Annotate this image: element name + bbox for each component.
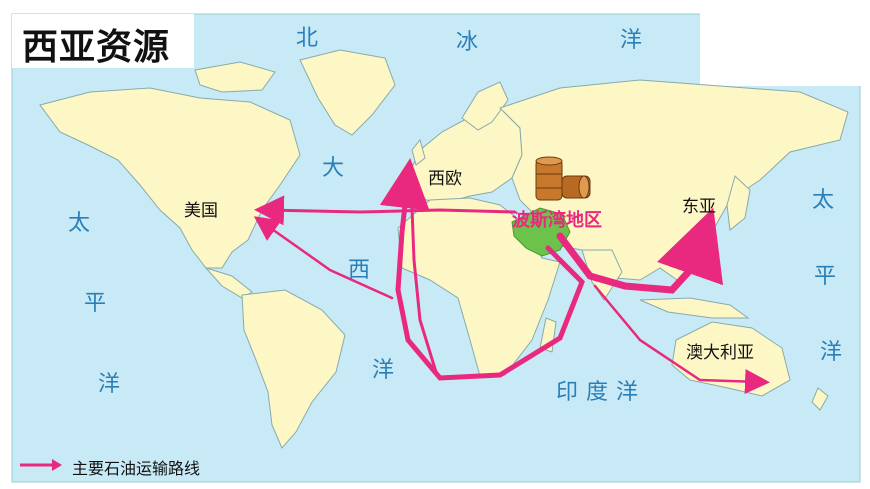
region-label-persian-gulf: 波斯湾地区 [512, 210, 602, 231]
ocean-label-pacific-w-2: 平 [84, 291, 107, 316]
route-to-australia [593, 284, 770, 394]
ocean-label-pacific-e-1: 太 [812, 188, 835, 213]
ocean-label-atlantic-2: 西 [348, 258, 371, 283]
route-cape-to-europe [410, 206, 438, 374]
legend-label: 主要石油运输路线 [72, 459, 201, 478]
map-notch [700, 0, 870, 86]
region-label-australia: 澳大利亚 [686, 343, 754, 363]
south-america [241, 289, 346, 449]
ocean-label-arctic-3: 洋 [620, 28, 643, 53]
legend-arrow-icon [20, 459, 62, 471]
route-to-west-europe [379, 158, 585, 381]
indonesia [639, 297, 750, 319]
ocean-label-atlantic-1: 大 [322, 156, 345, 181]
ocean-label-pacific-w-1: 太 [68, 211, 91, 236]
title-backdrop [12, 14, 194, 68]
greenland [299, 49, 396, 136]
north-america [39, 87, 301, 269]
japan [726, 175, 751, 231]
ocean-label-arctic-2: 冰 [456, 30, 479, 55]
route-to-usa-north [254, 195, 516, 226]
route-to-east-asia [556, 207, 724, 294]
map-title: 西亚资源 [22, 27, 171, 68]
region-label-east-asia: 东亚 [682, 197, 716, 217]
region-label-west-europe: 西欧 [428, 169, 462, 189]
ocean-label-atlantic-3: 洋 [372, 358, 395, 383]
ocean-label-indian: 印度洋 [556, 380, 647, 405]
africa [397, 197, 561, 377]
ocean-label-pacific-w-3: 洋 [98, 372, 121, 397]
region-label-usa: 美国 [184, 201, 218, 221]
oil-barrel-icon [535, 156, 591, 201]
ocean-label-pacific-e-3: 洋 [820, 340, 843, 365]
scandinavia [461, 81, 509, 131]
ocean-label-pacific-e-2: 平 [814, 264, 837, 289]
ocean-label-arctic-1: 北 [296, 26, 319, 51]
oil-routes [253, 158, 770, 394]
route-to-usa-south [253, 216, 394, 300]
persian-gulf-region [511, 207, 571, 257]
new-zealand [811, 387, 829, 411]
arctic-islands [194, 61, 276, 93]
